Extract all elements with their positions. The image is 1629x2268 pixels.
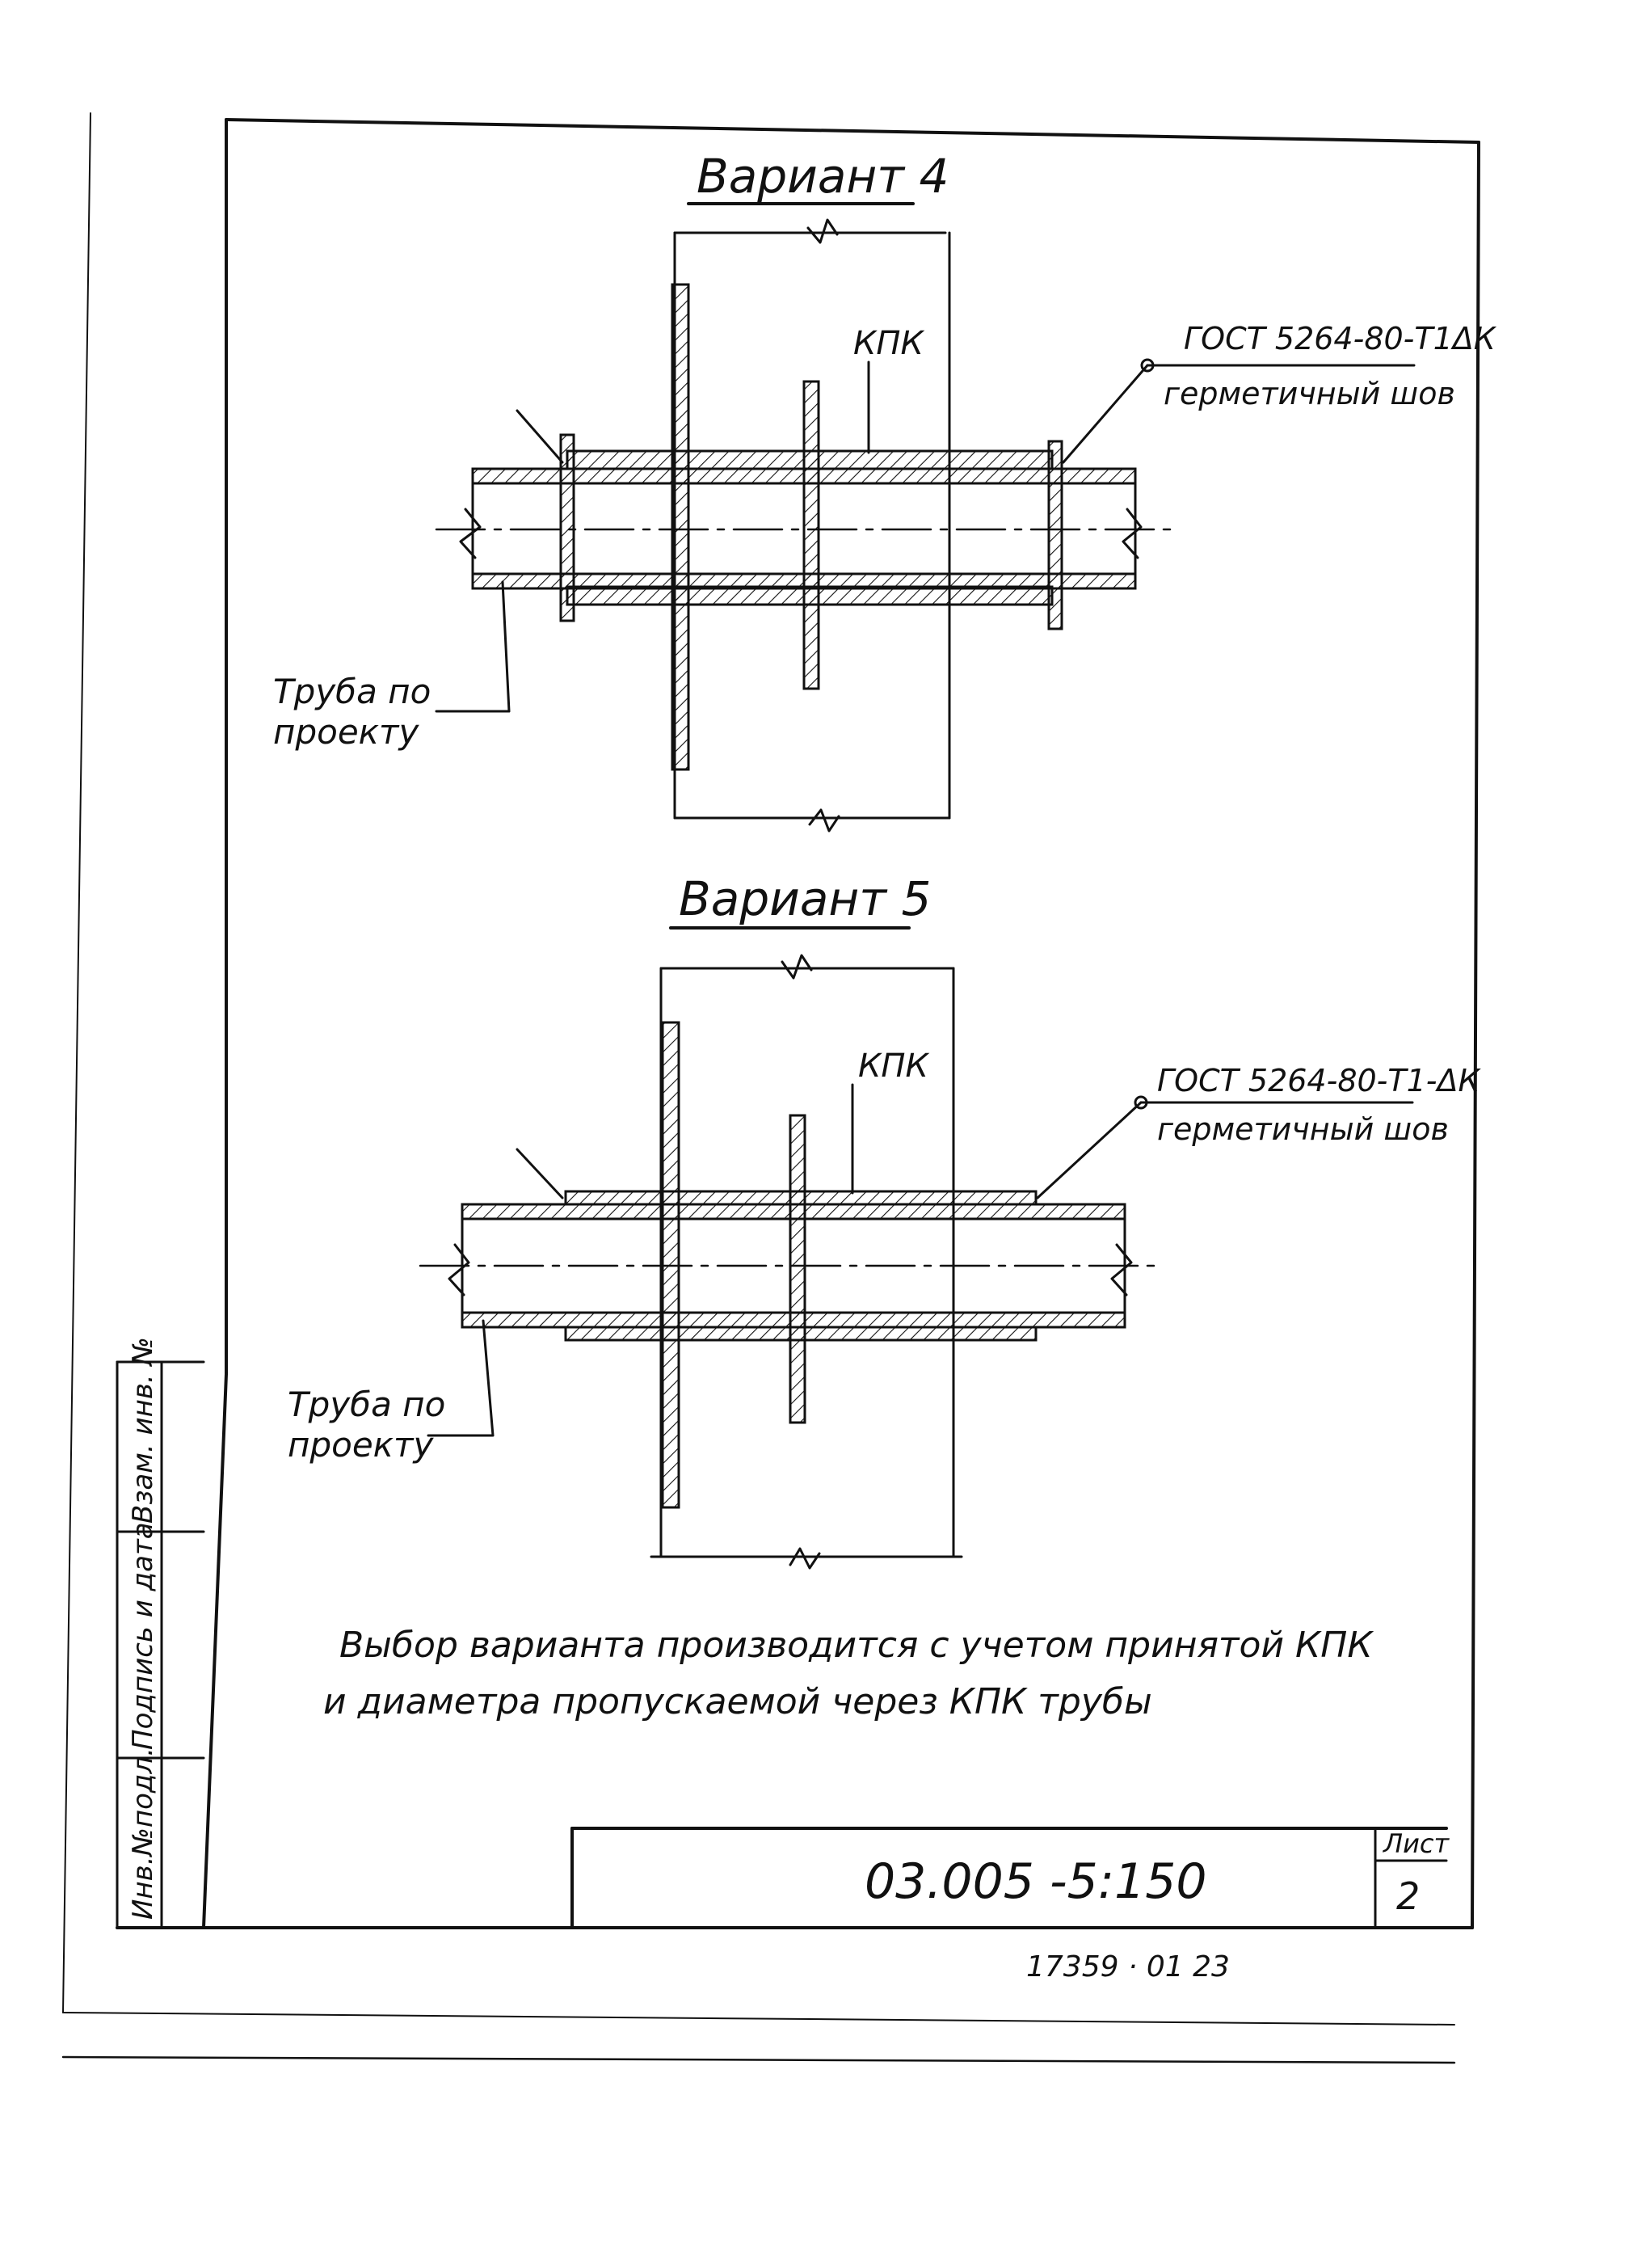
variant4-pipe-label-line1: Труба по	[273, 672, 431, 711]
note-line-2: и диаметра пропускаемой через КПК трубы	[323, 1681, 1152, 1722]
note-block: Выбор варианта производится с учетом при…	[323, 1625, 1374, 1722]
side-stamp: Инв.№подл. Подпись и дата Взам. инв. №	[116, 1337, 205, 1929]
sheet-label: Лист	[1383, 1828, 1450, 1859]
variant4-drawing: Вариант 4 КПК Г	[273, 149, 1497, 833]
side-stamp-col3: Взам. инв. №	[127, 1337, 159, 1524]
document-code: 03.005 -5:150	[865, 1853, 1207, 1910]
sheet-number: 2	[1396, 1874, 1420, 1918]
side-stamp-col1: Инв.№подл.	[127, 1747, 159, 1920]
variant4-kpk-label: КПК	[853, 325, 924, 362]
variant5-seam-label: герметичный шов	[1157, 1111, 1449, 1147]
variant5-title: Вариант 5	[679, 871, 931, 926]
title-block: 03.005 -5:150 Лист 2	[570, 1827, 1450, 1929]
variant4-seam-label: герметичный шов	[1164, 376, 1455, 411]
variant5-kpk-label: КПК	[858, 1048, 929, 1085]
variant5-pipe-label-line1: Труба по	[288, 1385, 445, 1424]
archive-number: 17359 · 01 23	[1026, 1950, 1230, 1983]
sheet-frame	[61, 112, 1480, 2064]
side-stamp-col2: Подпись и дата	[127, 1522, 159, 1750]
variant4-gost-label: ГОСТ 5264-80-Т1ΔК	[1184, 321, 1497, 356]
variant5-gost-label: ГОСТ 5264-80-Т1-ΔК	[1157, 1063, 1481, 1098]
variant5-drawing: Вариант 5 КПК ГОСТ 5264-80-Т1-	[288, 871, 1481, 1570]
variant5-pipe-label-line2: проекту	[288, 1425, 434, 1465]
note-line-1: Выбор варианта производится с учетом при…	[339, 1625, 1374, 1666]
variant4-title: Вариант 4	[697, 149, 949, 204]
variant4-pipe-label-line2: проекту	[273, 712, 419, 752]
